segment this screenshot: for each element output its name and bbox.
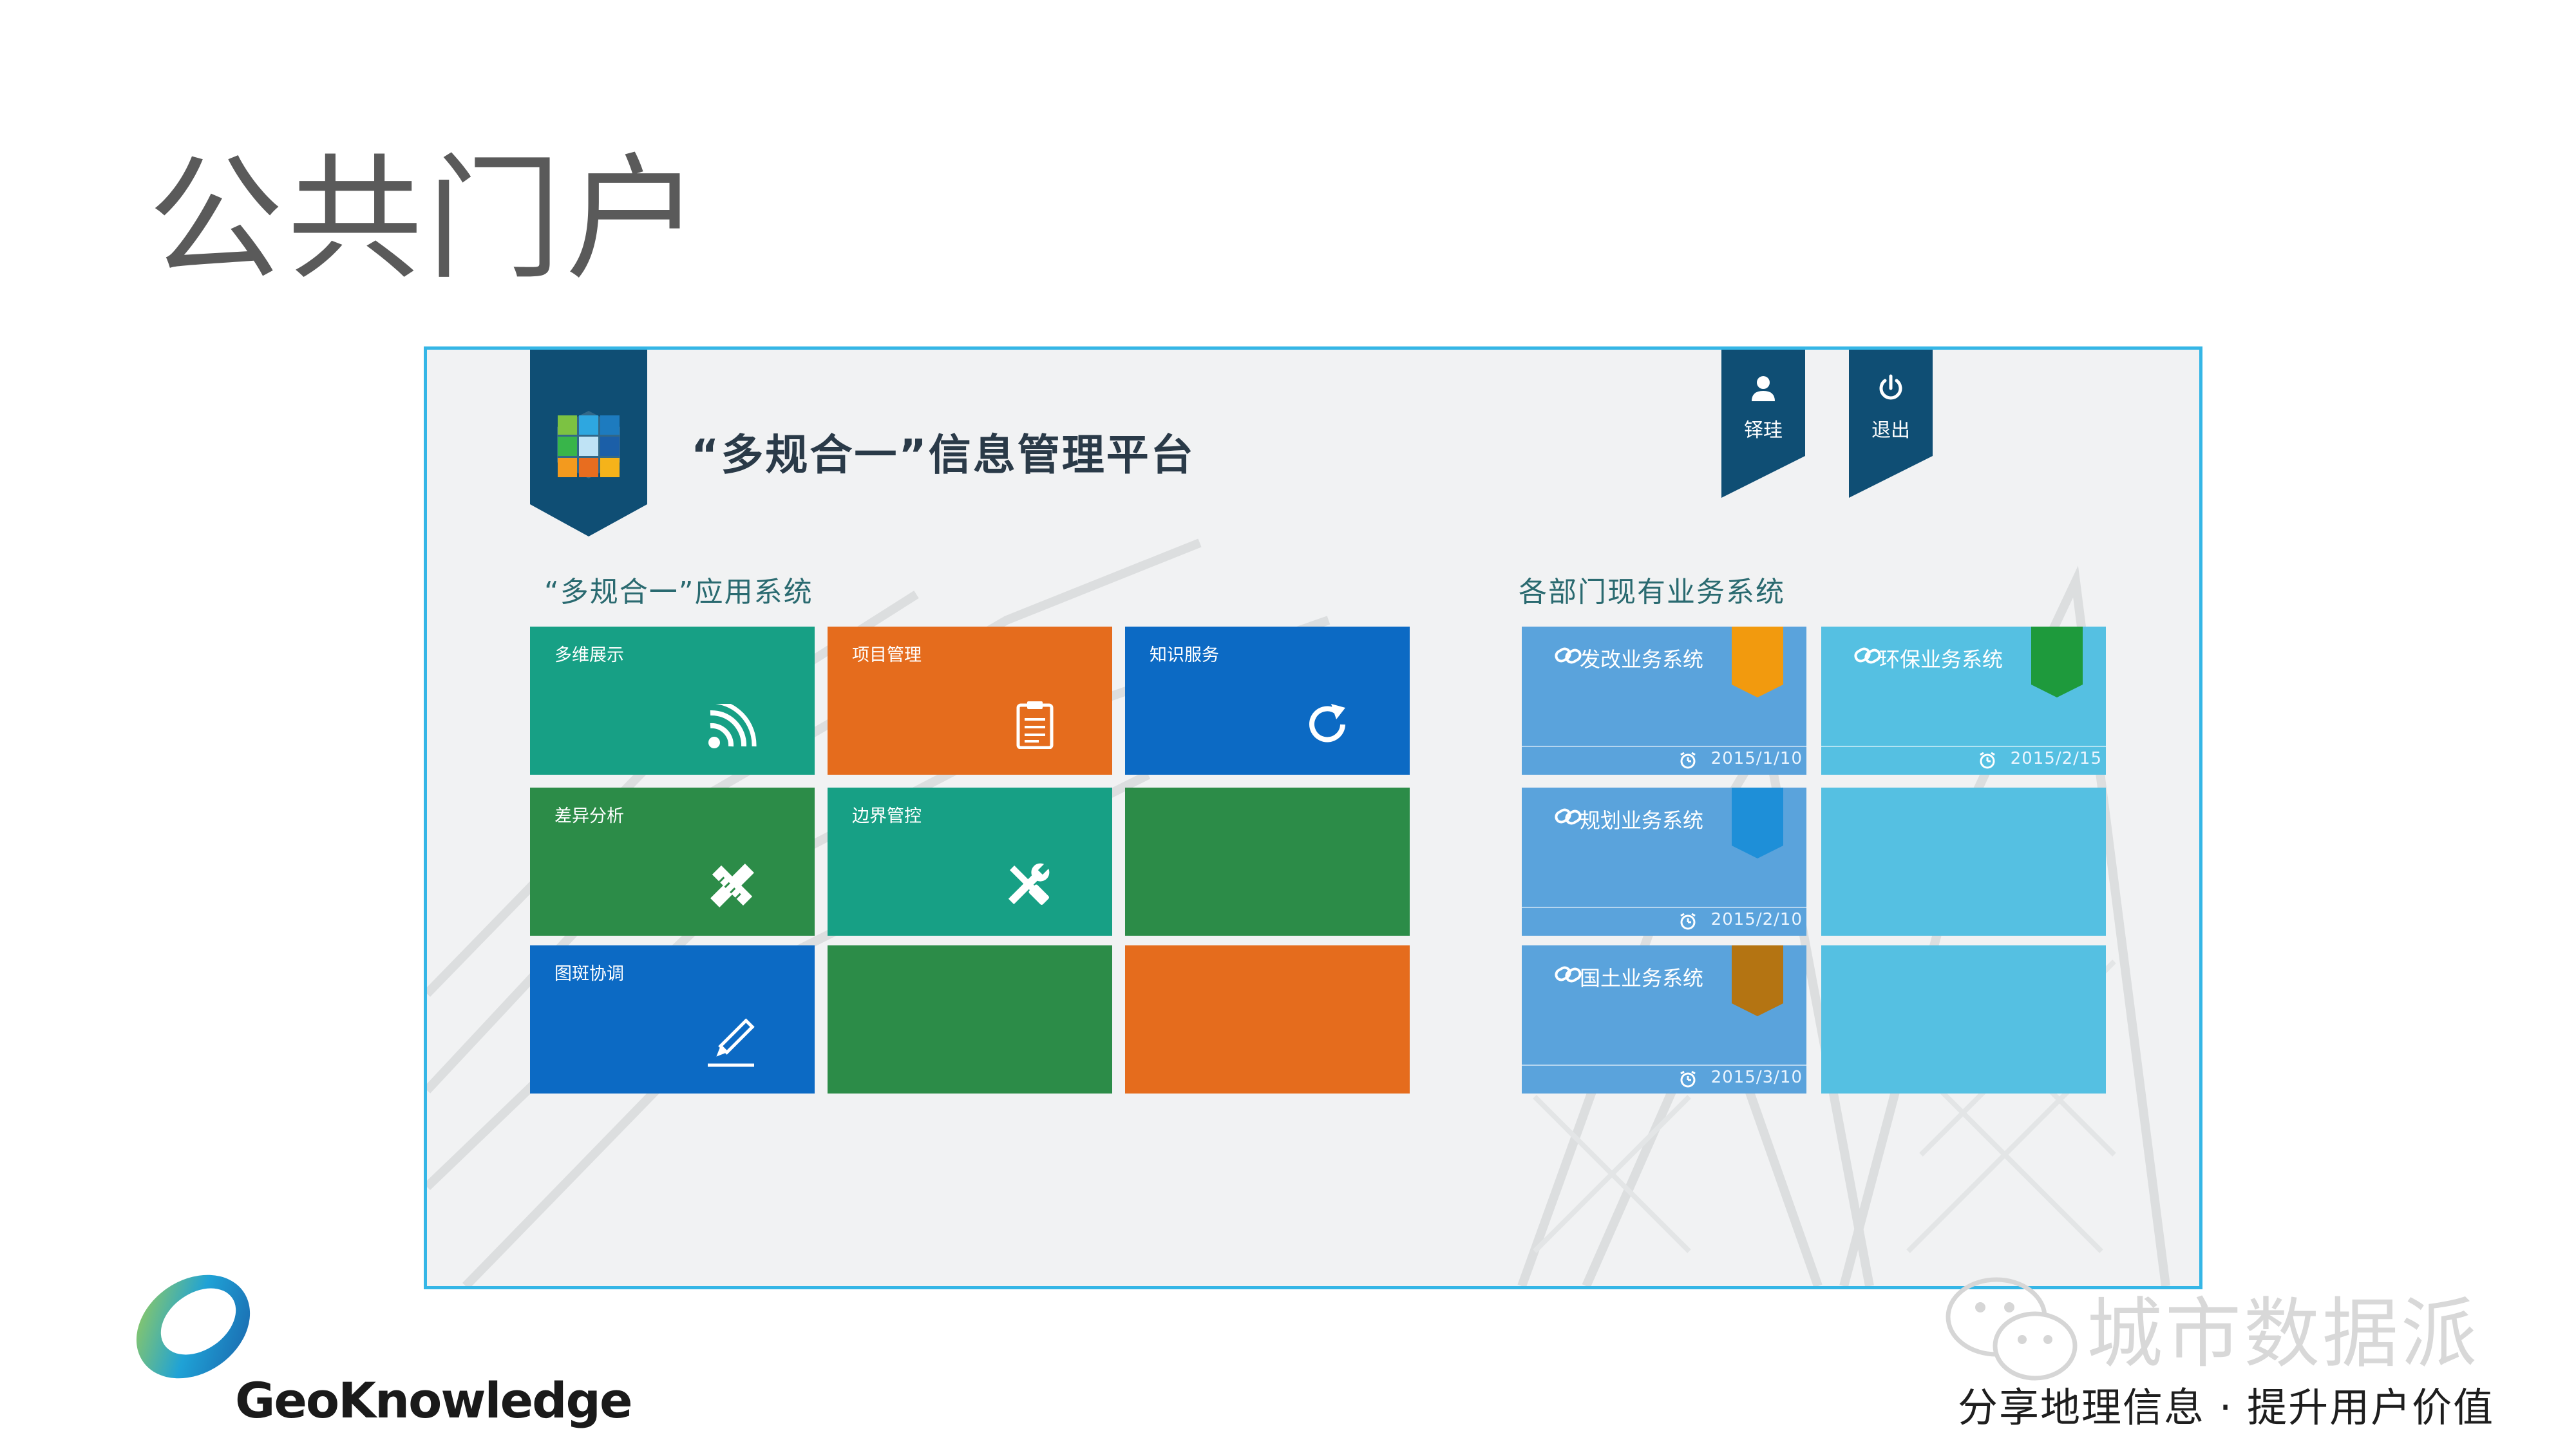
app-logo-banner [530, 350, 647, 536]
bookmark-ribbon [1732, 945, 1783, 1016]
link-icon [1555, 808, 1582, 825]
wechat-account-name: 城市数据派 [2087, 1289, 2480, 1378]
app-tile[interactable] [1125, 788, 1410, 936]
bookmark-ribbon [2031, 627, 2083, 697]
app-tile[interactable]: 项目管理 [828, 627, 1112, 775]
biz-tile-label: 规划业务系统 [1580, 808, 1704, 833]
portal-screenshot: “多规合一”信息管理平台 铎珪 退出 “多规合一”应用系统 各部门现有业务系统 … [424, 346, 2202, 1289]
alarm-clock-icon [1680, 1070, 1696, 1088]
logout-button[interactable]: 退出 [1849, 350, 1933, 498]
app-tile[interactable]: 多维展示 [530, 627, 815, 775]
link-icon [1555, 966, 1582, 983]
bookmark-ribbon [1732, 788, 1783, 858]
app-tile[interactable]: 知识服务 [1125, 627, 1410, 775]
footer-slogan: 分享地理信息 · 提升用户价值 [1958, 1384, 2495, 1431]
alarm-clock-icon [1680, 913, 1696, 930]
ribbon-shape [1732, 788, 1783, 858]
wechat-icon [1946, 1277, 2078, 1381]
alarm-clock-icon [1680, 752, 1696, 769]
app-tile[interactable]: 边界管控 [828, 788, 1112, 936]
biz-tile-label: 发改业务系统 [1580, 647, 1704, 672]
app-tile-label: 知识服务 [1150, 645, 1219, 665]
app-tile-label: 多维展示 [554, 645, 624, 665]
biz-tile[interactable]: 国土业务系统 2015/3/10 [1522, 945, 1806, 1094]
user-label: 铎珪 [1744, 419, 1783, 442]
biz-tile-date: 2015/3/10 [1710, 1068, 1803, 1087]
biz-section-title: 各部门现有业务系统 [1519, 576, 1785, 609]
app-tile[interactable]: 差异分析 [530, 788, 815, 936]
biz-tile-empty[interactable] [1821, 945, 2106, 1094]
power-icon [1879, 374, 1902, 400]
clipboard-icon [1016, 701, 1054, 749]
ribbon-shape [1732, 627, 1783, 697]
app-tile[interactable] [828, 945, 1112, 1094]
biz-tile[interactable]: 规划业务系统 2015/2/10 [1522, 788, 1806, 936]
ribbon-shape [2031, 627, 2083, 697]
biz-tile-date: 2015/2/10 [1710, 910, 1803, 929]
bookmark-ribbon [1732, 627, 1783, 697]
biz-tile-date: 2015/2/15 [2010, 749, 2102, 768]
divider [1821, 746, 2106, 747]
logout-label: 退出 [1871, 419, 1910, 442]
divider [1522, 907, 1806, 908]
biz-tile-date: 2015/1/10 [1710, 749, 1803, 768]
biz-tile-empty[interactable] [1821, 788, 2106, 936]
rss-icon [708, 704, 757, 748]
alarm-clock-icon [1980, 752, 1995, 769]
user-button[interactable]: 铎珪 [1721, 350, 1805, 498]
biz-tile-label: 环保业务系统 [1879, 647, 2003, 672]
biz-tile[interactable]: 发改业务系统 2015/1/10 [1522, 627, 1806, 775]
refresh-icon [1309, 704, 1345, 743]
app-tile-label: 项目管理 [852, 645, 922, 665]
app-tile-label: 差异分析 [554, 806, 624, 826]
biz-tile-label: 国土业务系统 [1580, 966, 1704, 990]
app-tile-label: 边界管控 [852, 806, 922, 826]
ribbon-shape [1732, 945, 1783, 1016]
link-icon [1854, 647, 1881, 664]
link-icon [1555, 647, 1582, 664]
geoknowledge-logo-text: GeoKnowledge [235, 1372, 633, 1429]
app-tile[interactable]: 图斑协调 [530, 945, 815, 1094]
app-tile-label: 图斑协调 [554, 964, 624, 984]
divider [1522, 1065, 1806, 1066]
pencil-ruler-icon [710, 864, 754, 907]
user-icon [1752, 376, 1775, 401]
divider [1522, 746, 1806, 747]
geoknowledge-logo-icon [136, 1274, 251, 1379]
pen-icon [708, 1018, 755, 1067]
biz-tile[interactable]: 环保业务系统 2015/2/15 [1821, 627, 2106, 775]
apps-section-title: “多规合一”应用系统 [544, 576, 813, 609]
app-tile[interactable] [1125, 945, 1410, 1094]
app-title: “多规合一”信息管理平台 [691, 430, 1195, 480]
wrench-screwdriver-icon [1008, 863, 1050, 905]
slide-title: 公共门户 [148, 140, 705, 298]
